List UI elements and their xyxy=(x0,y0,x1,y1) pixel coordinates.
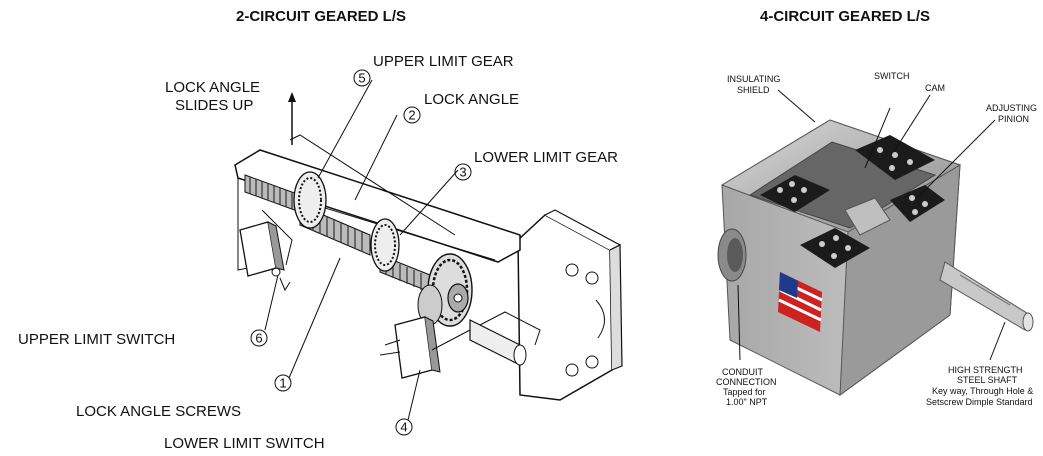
drive-gear-shape xyxy=(417,253,473,327)
switch-block-4 xyxy=(890,185,945,222)
label-shaft-1: HIGH STRENGTH xyxy=(948,365,1023,375)
cam-gear xyxy=(844,197,891,236)
callout-2: 2 xyxy=(403,106,421,124)
label-lock-angle: LOCK ANGLE xyxy=(424,91,519,108)
slide-up-arrow xyxy=(288,92,296,145)
four-circuit-diagram: INSULATING SHIELD SWITCH CAM ADJUSTING P… xyxy=(700,40,1043,456)
label-cam: CAM xyxy=(925,83,945,93)
label-lower-limit-gear: LOWER LIMIT GEAR xyxy=(474,149,618,166)
callout-5: 5 xyxy=(353,69,371,87)
mounting-bracket xyxy=(517,209,623,401)
label-shaft-4: Setscrew Dimple Standard xyxy=(926,397,1033,407)
label-conduit-3: Tapped for xyxy=(723,387,766,397)
switch-block-3 xyxy=(800,228,870,268)
label-lock-angle-slides-up-2: SLIDES UP xyxy=(175,97,253,114)
label-conduit-2: CONNECTION xyxy=(716,377,777,387)
label-insulating-2: SHIELD xyxy=(737,85,770,95)
label-shaft-3: Key way, Through Hole & xyxy=(932,386,1033,396)
callout-4: 4 xyxy=(395,418,413,436)
label-upper-limit-switch: UPPER LIMIT SWITCH xyxy=(18,331,175,348)
steel-shaft xyxy=(939,261,1034,332)
conduit-connection xyxy=(717,228,747,282)
svg-text:3: 3 xyxy=(459,165,466,180)
label-adjusting-1: ADJUSTING xyxy=(986,103,1037,113)
lower-limit-gear-shape xyxy=(370,218,400,272)
label-lower-limit-switch: LOWER LIMIT SWITCH xyxy=(164,435,325,452)
callout-6: 6 xyxy=(250,329,268,347)
lower-limit-switch-shape xyxy=(379,316,471,379)
left-diagram-title: 2-CIRCUIT GEARED L/S xyxy=(236,8,407,25)
label-conduit-4: 1.00" NPT xyxy=(726,397,768,407)
drive-shaft xyxy=(469,311,541,366)
label-lock-angle-screws: LOCK ANGLE SCREWS xyxy=(76,403,241,420)
label-adjusting-2: PINION xyxy=(998,114,1029,124)
label-upper-limit-gear: UPPER LIMIT GEAR xyxy=(373,53,514,70)
switch-block-1 xyxy=(760,175,830,212)
right-leader-lines xyxy=(737,89,1006,361)
svg-text:1: 1 xyxy=(279,376,286,391)
upper-limit-gear-shape xyxy=(293,171,327,229)
label-lock-angle-slides-up-1: LOCK ANGLE xyxy=(165,79,260,96)
svg-text:6: 6 xyxy=(255,331,262,346)
switch-block-2 xyxy=(855,135,935,180)
two-circuit-diagram: 5 2 3 6 1 4 LOCK ANGLE SLIDES UP UPPER L… xyxy=(0,40,650,456)
label-insulating-1: INSULATING xyxy=(727,74,780,84)
svg-text:4: 4 xyxy=(400,420,407,435)
svg-text:2: 2 xyxy=(408,108,415,123)
callout-1: 1 xyxy=(274,374,292,392)
upper-limit-switch-shape xyxy=(239,209,293,292)
flag-sticker xyxy=(778,272,823,332)
callout-3: 3 xyxy=(454,163,472,181)
right-diagram-title: 4-CIRCUIT GEARED L/S xyxy=(760,8,931,25)
label-switch: SWITCH xyxy=(874,71,910,81)
label-conduit-1: CONDUIT xyxy=(722,367,763,377)
svg-text:5: 5 xyxy=(358,71,365,86)
leader-lines xyxy=(264,79,459,421)
label-shaft-2: STEEL SHAFT xyxy=(957,375,1018,385)
